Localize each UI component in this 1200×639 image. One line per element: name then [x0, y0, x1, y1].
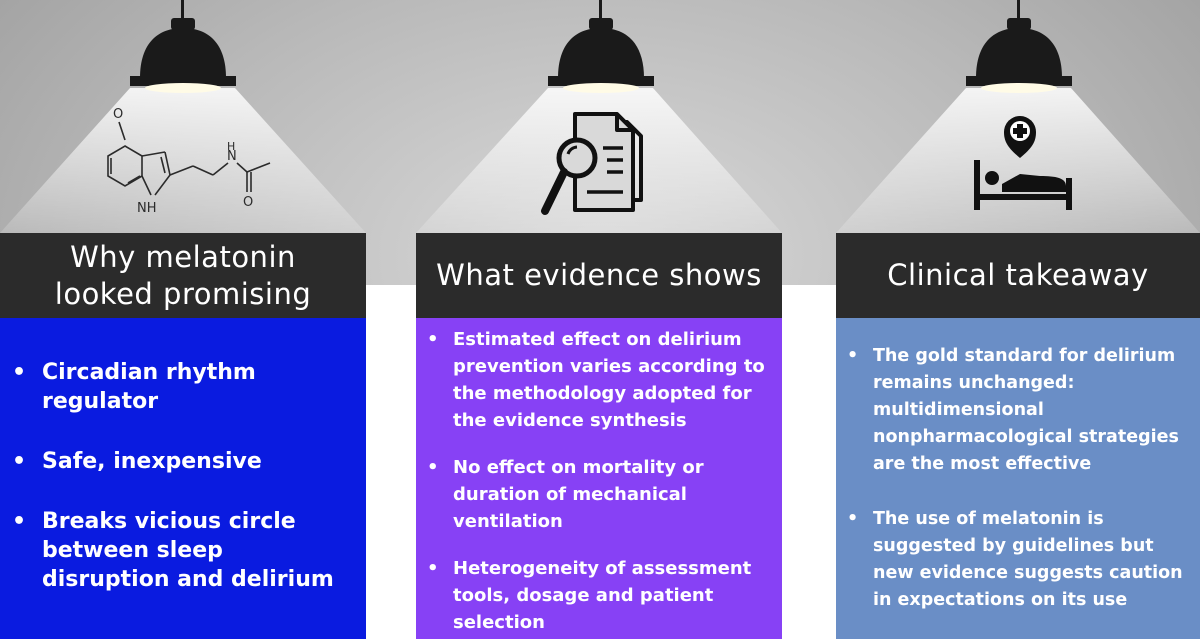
- bullet-icon: •: [12, 360, 27, 385]
- lamp-cord: [599, 0, 602, 22]
- ceiling-lamp-icon: [548, 18, 654, 93]
- column-header: Clinical takeaway: [836, 233, 1200, 318]
- bullet-icon: •: [427, 329, 439, 350]
- list-item: •Safe, inexpensive: [12, 449, 262, 474]
- atom-label: N: [227, 149, 237, 164]
- bullet-icon: •: [427, 558, 439, 579]
- column-header: What evidence shows: [416, 233, 782, 318]
- lamp-cord: [181, 0, 184, 22]
- bullet-panel: •Estimated effect on delirium prevention…: [416, 318, 782, 639]
- list-item: •The gold standard for delirium remains …: [847, 343, 1194, 478]
- column-title: What evidence shows: [436, 258, 762, 293]
- list-item: •Heterogeneity of assessment tools, dosa…: [427, 555, 774, 636]
- bullet-icon: •: [847, 509, 859, 529]
- list-item: •Circadian rhythm regulator: [12, 360, 256, 414]
- atom-label: NH: [137, 201, 157, 216]
- bullet-panel: •Circadian rhythm regulator •Safe, inexp…: [0, 318, 366, 639]
- ceiling-lamp-icon: [130, 18, 236, 93]
- list-item: •No effect on mortality or duration of m…: [427, 454, 774, 535]
- ceiling-lamp-icon: [966, 18, 1072, 93]
- list-item: •The use of melatonin is suggested by gu…: [847, 506, 1194, 614]
- atom-label: H: [227, 140, 235, 153]
- document-magnifier-icon: [541, 112, 643, 215]
- bullet-panel: •The gold standard for delirium remains …: [836, 318, 1200, 639]
- bullet-icon: •: [427, 457, 439, 478]
- column-title-line: looked promising: [54, 276, 312, 311]
- column-header: Why melatonin looked promising: [0, 233, 366, 318]
- atom-label: O: [243, 195, 253, 210]
- list-item: •Estimated effect on delirium prevention…: [427, 326, 774, 434]
- bullet-icon: •: [12, 449, 27, 474]
- atom-label: O: [113, 107, 123, 122]
- bullet-icon: •: [12, 509, 27, 534]
- hospital-bed-icon: [974, 116, 1072, 210]
- column-title: Clinical takeaway: [887, 258, 1149, 293]
- list-item: •Breaks vicious circle between sleep dis…: [12, 509, 334, 592]
- melatonin-molecule-icon: O N H NH O: [107, 107, 271, 216]
- bullet-icon: •: [847, 346, 859, 366]
- lamp-cord: [1017, 0, 1020, 22]
- column-title-line: Why melatonin: [70, 240, 296, 275]
